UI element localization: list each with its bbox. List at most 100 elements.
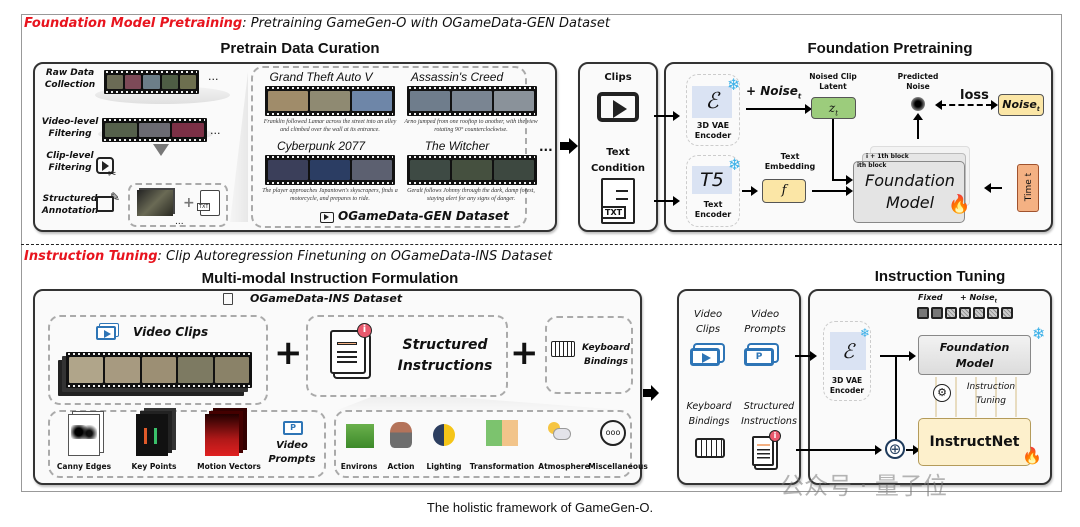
structured-instructions-box — [306, 315, 508, 397]
arrow — [654, 111, 680, 121]
noised-latent-label: Noised Clip Latent — [809, 72, 857, 91]
fire-icon: 🔥 — [948, 194, 971, 215]
noised-token — [1001, 307, 1013, 319]
vae-encoder-label: 3D VAE Encoder — [829, 376, 865, 395]
step-annotation: Structured Annotation — [41, 194, 99, 216]
instruction-type-label: Miscellaneous — [588, 462, 648, 471]
annotation-icon — [96, 196, 114, 212]
video-clips-box — [48, 315, 268, 405]
game-caption: Arno jumped from one rooftop to another,… — [404, 119, 538, 133]
latent-sub: t — [835, 109, 839, 118]
watermark: 公众号 · 量子位 — [780, 472, 947, 500]
noised-token — [959, 307, 971, 319]
info-badge-icon: i — [357, 323, 372, 338]
input-video-clips-label: Video Clips — [693, 309, 723, 335]
formulation-title: Multi-modal Instruction Formulation — [201, 270, 459, 287]
film-strip-assassins — [407, 86, 537, 116]
film-strip-video-clips — [66, 352, 252, 388]
frozen-icon: ❄ — [1032, 324, 1046, 343]
noise-text: + Noise — [960, 293, 995, 302]
noise-sub: t — [994, 298, 997, 305]
latent-symbol: z — [828, 101, 836, 115]
target-noise-box: Noiset — [998, 94, 1044, 116]
text-embedding-box: f — [762, 179, 806, 203]
arrowhead — [935, 100, 942, 110]
video-prompts-box — [48, 410, 326, 478]
noise-text: + Noise — [746, 84, 798, 98]
ogamedata-gen-box — [251, 66, 527, 228]
film-strip-witcher — [407, 155, 537, 185]
connector-line — [917, 117, 919, 139]
target-noise-sub: t — [1036, 106, 1040, 114]
txt-badge: TXT — [601, 206, 627, 219]
txt-file-icon: TXT — [601, 178, 635, 224]
block-label: i + 1th block — [866, 153, 909, 160]
atmosphere-icon — [548, 422, 571, 444]
loss-connector — [940, 104, 992, 106]
canny-edges-thumb — [68, 414, 100, 456]
tuning-title: Instruction Tuning — [874, 268, 1006, 285]
flow-arrowhead — [651, 385, 659, 401]
predicted-noise-label: Predicted Noise — [897, 72, 939, 91]
connector-line — [832, 119, 834, 180]
film-strip-raw — [104, 70, 199, 94]
loss-label: loss — [960, 88, 989, 103]
instruction-type-label: Transformation — [469, 462, 535, 471]
connector-line — [895, 355, 897, 440]
game-title: Grand Theft Auto V — [269, 70, 373, 84]
transformation-icon — [486, 420, 518, 446]
structured-instructions-label: Structured Instructions — [397, 337, 493, 374]
game-title: The Witcher — [424, 139, 490, 153]
clip-filter-icon — [96, 157, 114, 174]
fixed-label: Fixed — [918, 293, 943, 302]
input-keyboard-label: Keyboard Bindings — [686, 401, 732, 427]
gradient-arrow — [995, 377, 997, 417]
action-icon — [390, 422, 412, 448]
info-badge-icon: i — [769, 430, 781, 442]
token-row — [917, 307, 1013, 319]
time-label: Time t — [1024, 172, 1034, 202]
keyboard-bindings-label: Keyboard Bindings — [581, 343, 631, 367]
instruction-type-label: Lighting — [426, 462, 462, 471]
text-condition-label: Text Condition — [590, 147, 646, 174]
flow-arrowhead — [569, 138, 578, 154]
ellipsis: ... — [210, 124, 221, 137]
noise-label: + Noiset — [960, 293, 997, 305]
dataset-label: OGameData-GEN Dataset — [338, 209, 509, 223]
txt-badge: TXT — [197, 203, 211, 211]
keyboard-icon — [695, 438, 725, 458]
arrow — [746, 104, 812, 114]
noised-token — [945, 307, 957, 319]
fixed-token — [917, 307, 929, 319]
frozen-icon: ❄ — [727, 75, 741, 94]
ellipsis: ... — [208, 70, 219, 83]
fixed-token — [931, 307, 943, 319]
instruction-type-label: Environs — [340, 462, 378, 471]
noised-token — [973, 307, 985, 319]
plus-icon: + — [183, 195, 195, 211]
ellipsis: ... — [539, 140, 553, 154]
game-title: Cyberpunk 2077 — [276, 139, 366, 153]
vae-encoder-label: 3D VAE Encoder — [694, 121, 732, 140]
vae-encoder-box — [686, 74, 740, 146]
environs-icon — [346, 424, 374, 448]
flow-arrow — [643, 389, 652, 397]
section-title-highlight: Foundation Model Pretraining — [24, 16, 243, 31]
keyboard-icon — [551, 341, 575, 357]
figure-frame — [21, 14, 1062, 492]
step-video-filter: Video-level Filtering — [41, 117, 99, 139]
instruction-tuning-label: Instruction Tuning — [966, 382, 1016, 406]
input-instructions-label: Structured Instructions — [741, 401, 797, 427]
input-video-prompts-label: Video Prompts — [744, 309, 786, 335]
instructions-doc-icon — [330, 330, 366, 374]
arrowhead — [913, 113, 923, 120]
gradient-arrow — [975, 377, 977, 417]
foundation-model-label: Foundation Model — [865, 171, 955, 212]
pretraining-title: Foundation Pretraining — [807, 40, 973, 57]
arrow — [796, 445, 882, 455]
flow-arrow — [560, 142, 570, 150]
video-stack-icon — [320, 212, 334, 223]
instructnet-box: InstructNet — [918, 418, 1031, 466]
clip-thumbnail — [137, 190, 173, 216]
clips-label: Clips — [604, 72, 632, 83]
